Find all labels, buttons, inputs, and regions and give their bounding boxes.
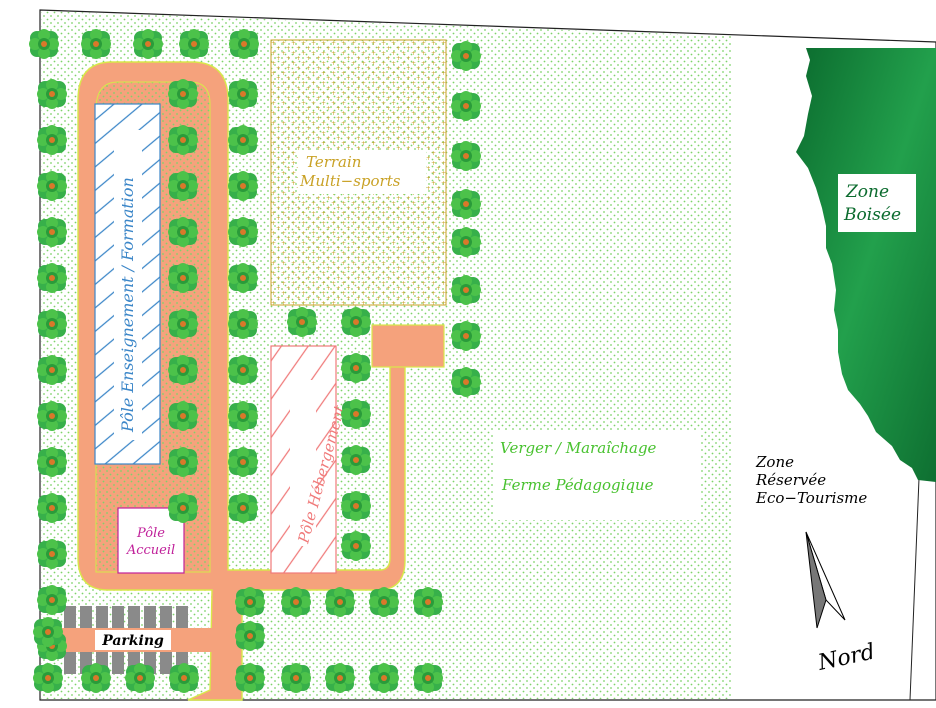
tree-icon — [451, 91, 481, 121]
tree-icon — [287, 307, 317, 337]
tree-icon — [228, 171, 258, 201]
tree-icon — [325, 663, 355, 693]
tree-icon — [228, 217, 258, 247]
tree-icon — [451, 275, 481, 305]
tree-icon — [229, 29, 259, 59]
tree-icon — [235, 587, 265, 617]
tree-icon — [341, 531, 371, 561]
tree-icon — [451, 41, 481, 71]
zone-boisee-forest — [796, 48, 936, 482]
tree-icon — [168, 79, 198, 109]
tree-icon — [228, 493, 258, 523]
parking: Parking — [62, 606, 212, 674]
tree-icon — [235, 663, 265, 693]
tree-icon — [37, 401, 67, 431]
tree-icon — [168, 217, 198, 247]
tree-icon — [168, 447, 198, 477]
tree-icon — [325, 587, 355, 617]
tree-icon — [37, 79, 67, 109]
tree-icon — [37, 539, 67, 569]
tree-icon — [37, 309, 67, 339]
tree-icon — [37, 493, 67, 523]
tree-icon — [451, 141, 481, 171]
pole-enseignement-label: Pôle Enseignement / Formation — [118, 177, 137, 433]
tree-icon — [228, 309, 258, 339]
tree-icon — [37, 263, 67, 293]
tree-icon — [228, 125, 258, 155]
tree-icon — [451, 189, 481, 219]
zone-boisee-label-1: Zone — [845, 182, 889, 202]
pole-accueil-label-1: Pôle — [136, 526, 165, 541]
tree-icon — [281, 587, 311, 617]
tree-icon — [369, 587, 399, 617]
zone-reservee-label-1: Zone — [755, 453, 794, 471]
tree-icon — [281, 663, 311, 693]
tree-icon — [33, 663, 63, 693]
tree-icon — [125, 663, 155, 693]
tree-icon — [235, 621, 265, 651]
north-arrow-icon — [805, 531, 846, 629]
tree-icon — [179, 29, 209, 59]
verger-label: Verger / Maraîchage — [500, 439, 657, 457]
tree-icon — [168, 309, 198, 339]
tree-icon — [451, 227, 481, 257]
tree-icon — [341, 399, 371, 429]
tree-icon — [451, 321, 481, 351]
tree-icon — [37, 217, 67, 247]
tree-icon — [341, 445, 371, 475]
tree-icon — [168, 263, 198, 293]
tree-icon — [168, 125, 198, 155]
tree-icon — [168, 171, 198, 201]
tree-icon — [228, 263, 258, 293]
tree-icon — [37, 585, 67, 615]
tree-icon — [168, 355, 198, 385]
terrain-label-2: Multi−sports — [299, 172, 401, 190]
tree-icon — [413, 587, 443, 617]
tree-icon — [37, 355, 67, 385]
zone-reservee-label-3: Eco−Tourisme — [755, 489, 867, 507]
tree-icon — [228, 401, 258, 431]
tree-icon — [133, 29, 163, 59]
tree-icon — [37, 125, 67, 155]
tree-icon — [341, 307, 371, 337]
tree-icon — [228, 79, 258, 109]
tree-icon — [369, 663, 399, 693]
tree-icon — [168, 493, 198, 523]
tree-icon — [81, 663, 111, 693]
terrain-label-1: Terrain — [306, 153, 361, 171]
parking-label: Parking — [101, 633, 164, 649]
tree-icon — [341, 491, 371, 521]
pole-accueil-label-2: Accueil — [126, 543, 175, 558]
tree-icon — [168, 401, 198, 431]
tree-icon — [451, 367, 481, 397]
ferme-label: Ferme Pédagogique — [501, 476, 654, 494]
tree-icon — [228, 447, 258, 477]
tree-icon — [228, 355, 258, 385]
tree-icon — [33, 617, 63, 647]
tree-icon — [29, 29, 59, 59]
zone-reservee-label-2: Réservée — [755, 471, 826, 489]
tree-icon — [81, 29, 111, 59]
tree-icon — [341, 353, 371, 383]
zone-boisee-label-2: Boisée — [843, 205, 901, 225]
tree-icon — [37, 447, 67, 477]
plaza — [371, 324, 445, 368]
tree-icon — [413, 663, 443, 693]
tree-icon — [169, 663, 199, 693]
tree-icon — [37, 171, 67, 201]
